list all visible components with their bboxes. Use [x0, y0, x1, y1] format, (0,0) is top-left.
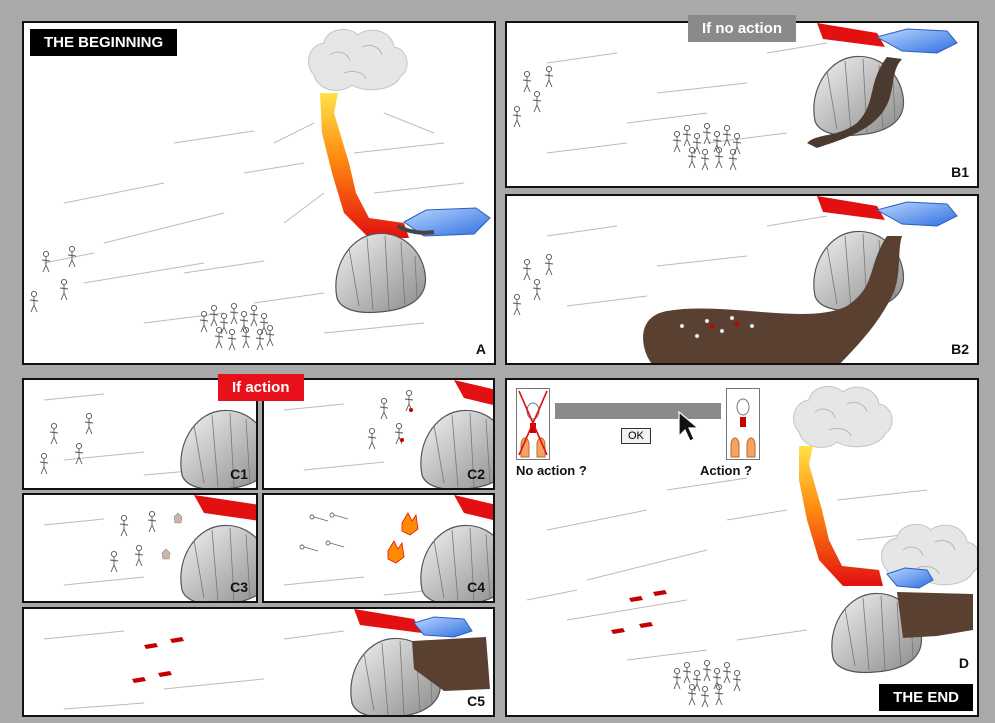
- panel-b2: B2: [505, 194, 979, 365]
- panel-b1: B1: [505, 21, 979, 188]
- scene-c4: [264, 495, 495, 603]
- panel-label-b1: B1: [951, 164, 969, 180]
- scene-mudflow-start: [507, 23, 979, 188]
- panel-c3: C3: [22, 493, 258, 603]
- banner-the-end: THE END: [879, 684, 973, 711]
- panel-label-c2: C2: [467, 466, 485, 482]
- action-label: Action ?: [700, 463, 752, 478]
- panel-label-c4: C4: [467, 579, 485, 595]
- no-action-label: No action ?: [516, 463, 587, 478]
- no-action-option[interactable]: [516, 388, 550, 460]
- banner-if-no-action: If no action: [688, 15, 796, 42]
- hands-no-action-icon: [517, 389, 549, 459]
- scene-c3: [24, 495, 258, 603]
- panel-label-c1: C1: [230, 466, 248, 482]
- scene-mudflow-flooded: [507, 196, 979, 365]
- banner-if-action: If action: [218, 374, 304, 401]
- panel-label-a: A: [476, 341, 486, 357]
- action-option[interactable]: [726, 388, 760, 460]
- panel-label-d: D: [959, 655, 969, 671]
- hands-action-icon: [727, 389, 759, 459]
- panel-label-b2: B2: [951, 341, 969, 357]
- scene-volcano-beginning: [24, 23, 496, 365]
- panel-c4: C4: [262, 493, 495, 603]
- panel-a: THE BEGINNING A: [22, 21, 496, 365]
- ok-button[interactable]: OK: [621, 428, 651, 444]
- panel-c5: C5: [22, 607, 495, 717]
- panel-d: OK No action ? Action ? D THE END: [505, 378, 979, 717]
- scene-c5: [24, 609, 495, 717]
- mouse-cursor-icon: [677, 410, 703, 444]
- banner-the-beginning: THE BEGINNING: [30, 29, 177, 56]
- panel-label-c3: C3: [230, 579, 248, 595]
- panel-label-c5: C5: [467, 693, 485, 709]
